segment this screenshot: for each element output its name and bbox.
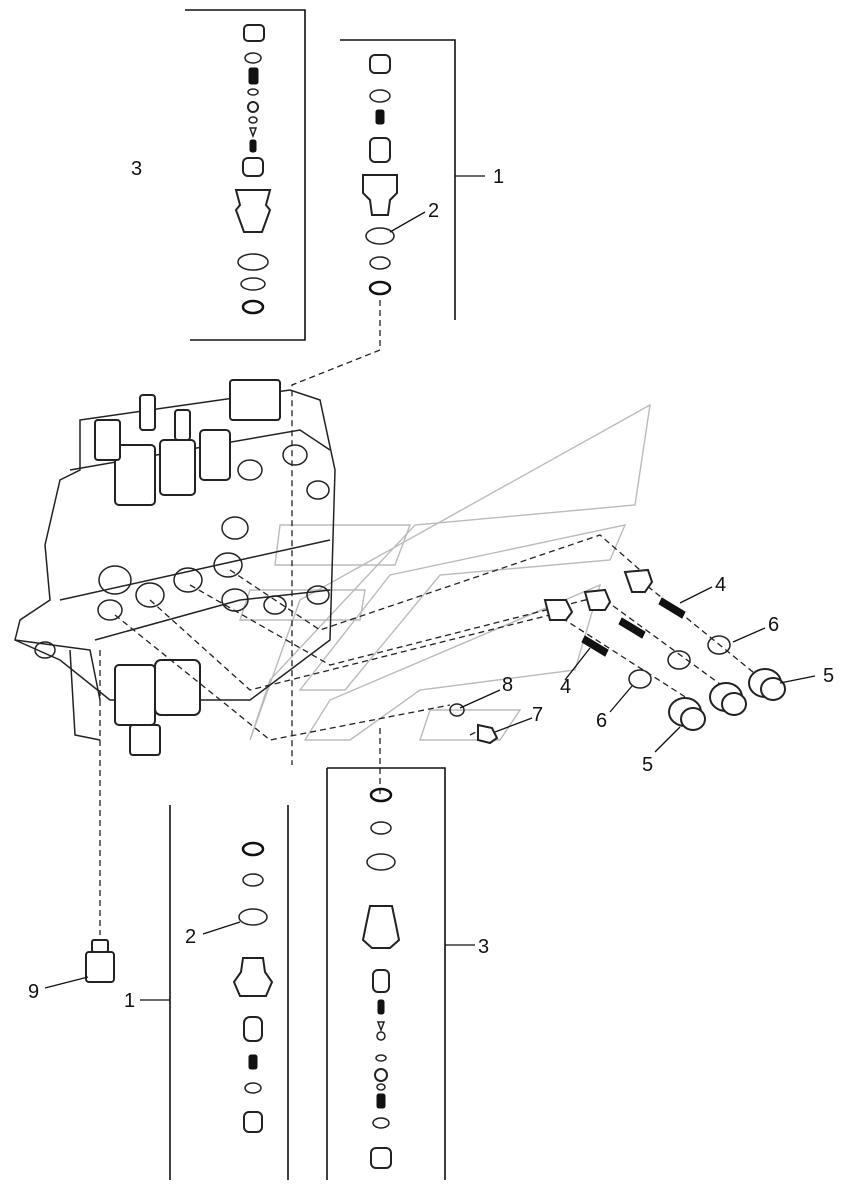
callout-4-upper: 4 [715, 574, 726, 596]
callout-1-top: 1 [493, 166, 504, 188]
leader-lines [44, 175, 816, 1001]
callout-6-left: 6 [596, 710, 607, 732]
callout-7: 7 [532, 704, 543, 726]
cartridge-stack-bottom-left [169, 805, 289, 1180]
watermark-logo [239, 403, 651, 741]
relief-parts-right [449, 568, 786, 745]
callout-4-lower: 4 [560, 676, 571, 698]
callout-1-bottom: 1 [124, 990, 135, 1012]
callout-3-bottom: 3 [478, 936, 489, 958]
cartridge-stack-top-center [340, 39, 456, 320]
cartridge-stack-bottom-center [326, 767, 446, 1180]
cartridge-stack-top-left [185, 9, 306, 341]
callout-5-right: 5 [823, 665, 834, 687]
callout-9: 9 [28, 981, 39, 1003]
callout-5-left: 5 [642, 754, 653, 776]
control-valve-body [14, 379, 336, 756]
callout-6-right: 6 [768, 614, 779, 636]
callout-3-top: 3 [131, 158, 142, 180]
assembly-lines [99, 300, 776, 935]
fitting-item-9 [85, 939, 115, 983]
callout-2-bottom: 2 [185, 926, 196, 948]
callout-2-top: 2 [428, 200, 439, 222]
callout-8: 8 [502, 674, 513, 696]
